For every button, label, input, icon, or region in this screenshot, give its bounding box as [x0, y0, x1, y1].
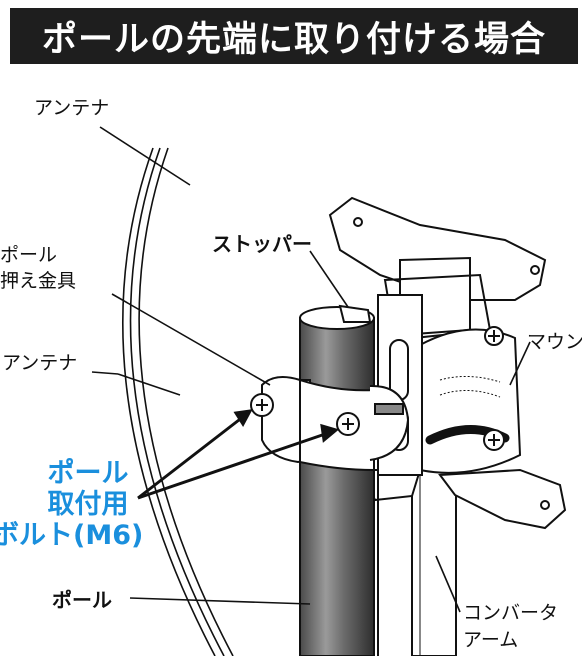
label-converter-line1: コンバータ — [463, 602, 559, 624]
label-bolt-line2: 取付用 — [47, 489, 129, 520]
slotted-bracket — [377, 294, 423, 656]
label-pole-clamp-line2: 押え金具 — [0, 270, 77, 292]
label-converter-line2: アーム — [463, 629, 519, 651]
stopper — [338, 304, 372, 323]
bolt-arrows — [137, 409, 340, 500]
label-antenna-top: アンテナ — [34, 97, 110, 119]
bolt-right — [336, 412, 360, 436]
bolt-left — [250, 393, 274, 417]
label-pole: ポール — [52, 588, 112, 612]
label-mount: マウン — [527, 331, 582, 353]
antenna-dish-edge — [122, 147, 234, 656]
pole — [299, 306, 375, 656]
label-antenna-mid: アンテナ — [2, 352, 78, 374]
label-bolt-line1: ポール — [47, 458, 129, 489]
page-title: ポールの先端に取り付ける場合 — [41, 19, 546, 60]
mount-plate — [419, 326, 522, 474]
lower-bracket — [358, 468, 567, 530]
leader-lines — [91, 126, 531, 613]
label-bolt-line3: ボルト(M6) — [0, 520, 144, 551]
pole-clamp — [261, 375, 410, 472]
title-bar: ポールの先端に取り付ける場合 — [10, 8, 578, 64]
converter-arm — [411, 459, 457, 656]
label-pole-clamp-line1: ポール — [0, 244, 58, 266]
label-stopper: ストッパー — [212, 232, 312, 256]
